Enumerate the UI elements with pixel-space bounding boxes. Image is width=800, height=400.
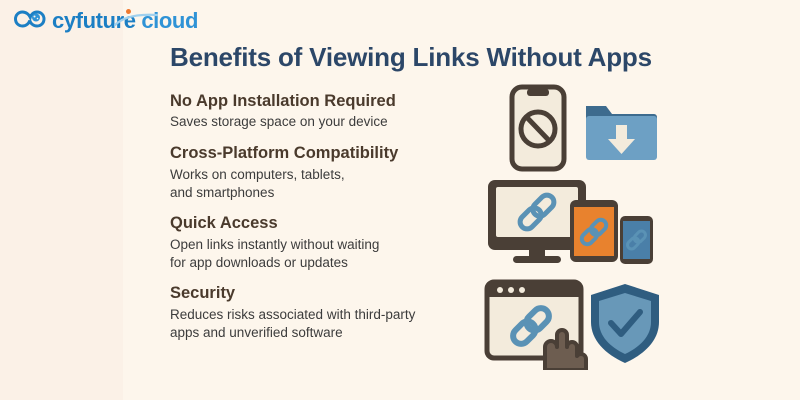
tablet-link-icon [570,200,618,262]
link-chain-icon [510,305,552,347]
pointing-hand-cursor-icon [543,328,588,372]
benefits-list: No App Installation Required Saves stora… [170,92,470,342]
window-dot-icon [497,287,503,293]
benefit-title: Security [170,284,236,303]
smartphone-link-icon [620,216,653,264]
benefit-description: Saves storage space on your device [170,113,470,131]
logo-orange-dot-icon [126,9,131,14]
benefit-description-line: for app downloads or updates [170,254,348,270]
benefit-item-cross-platform: Cross-Platform Compatibility Works on co… [170,144,470,201]
benefit-description-line: Saves storage space on your device [170,114,388,130]
benefit-description-line: Open links instantly without waiting [170,236,380,252]
background-right-panel [123,0,800,400]
no-app-illustration [490,84,660,172]
window-dot-icon [508,287,514,293]
brand-name-part1: cyfuture [52,8,136,33]
shield-check-icon [591,284,659,363]
link-chain-icon [517,192,557,232]
benefit-title: Cross-Platform Compatibility [170,144,399,163]
cross-platform-illustration [485,176,660,268]
benefit-title: No App Installation Required [170,92,396,110]
brand-wordmark: cyfuture cloud [52,8,198,33]
benefit-item-quick-access: Quick Access Open links instantly withou… [170,214,470,271]
benefit-description: Open links instantly without waiting for… [170,236,470,272]
window-dot-icon [519,287,525,293]
benefit-description-line: apps and unverified software [170,324,343,340]
page-title: Benefits of Viewing Links Without Apps [170,42,652,72]
link-chain-icon [579,217,609,247]
benefit-title: Quick Access [170,214,278,233]
benefit-description: Works on computers, tablets, and smartph… [170,166,470,202]
benefit-description-line: Reduces risks associated with third-part… [170,306,416,322]
brand-logo[interactable]: cyfuture cloud [13,6,198,36]
quick-access-security-illustration [483,278,663,372]
smartphone-prohibited-icon [509,84,567,172]
link-chain-icon [626,229,647,251]
illustration-column [480,0,800,400]
benefit-description-line: and smartphones [170,184,275,200]
benefit-description-line: Works on computers, tablets, [170,166,345,182]
benefit-item-no-app: No App Installation Required Saves stora… [170,92,470,131]
background-left-panel [0,0,123,400]
cloud-infinity-logo-icon [13,8,46,34]
benefit-item-security: Security Reduces risks associated with t… [170,284,470,341]
folder-download-icon [586,106,657,160]
download-arrow-icon [608,125,635,154]
brand-name-cloud-text: cloud [141,8,198,33]
desktop-monitor-link-icon [488,180,586,263]
benefit-description: Reduces risks associated with third-part… [170,306,470,342]
